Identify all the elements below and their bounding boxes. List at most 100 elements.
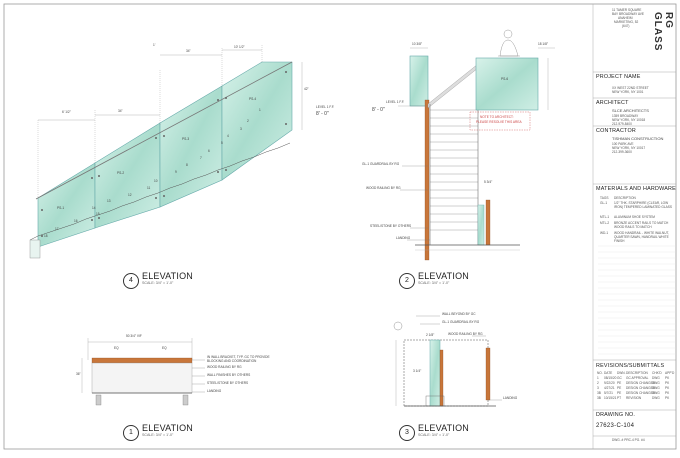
architect-line-3: 212-979-8400 bbox=[612, 122, 632, 126]
tread-7: 7 bbox=[200, 156, 202, 160]
revision-cell: PK bbox=[665, 376, 670, 380]
view-3-number: 3 bbox=[399, 425, 415, 441]
wood-rail-vertical bbox=[424, 99, 430, 261]
label-wood-railing: WOOD RAILING BY RG bbox=[366, 186, 401, 190]
dim-2-1-8: 2 1/8" bbox=[426, 333, 435, 337]
drawing-number: 27623-C-104 bbox=[596, 423, 635, 429]
revision-cell: REVISION bbox=[626, 396, 642, 400]
tread-18: 18 bbox=[44, 234, 48, 238]
material-tag-1: GL-1 bbox=[600, 201, 608, 205]
revision-col-header: NO. bbox=[597, 371, 603, 375]
tag-ps1: PS-1 bbox=[57, 206, 65, 210]
dim-6ft: 6' 1/2" bbox=[62, 110, 71, 114]
material-desc-1: 1/2" THK. STARPHIRE (CLEAR, LOW IRON) TE… bbox=[614, 201, 672, 209]
tag-ps2: PS-2 bbox=[117, 171, 125, 175]
revision-cell: DESIGN CHANGES bbox=[626, 381, 655, 385]
label-steel-stone-1: STEEL/STONE BY OTHERS bbox=[207, 381, 249, 385]
material-desc-2: ALUMINUM SHOE SYSTEM bbox=[614, 215, 655, 219]
tag-ps6: PS-6 bbox=[501, 77, 509, 81]
revision-cell: DESIGN CHANGES bbox=[626, 386, 655, 390]
revision-cell: PE bbox=[617, 391, 622, 395]
revision-cell: DWG bbox=[652, 381, 660, 385]
dim-3-1-4: 3 1/4" bbox=[413, 369, 422, 373]
tag-ps4: PS-4 bbox=[249, 97, 257, 101]
view-2-scale: SCALE: 3/4" = 1'-0" bbox=[418, 281, 450, 285]
revision-cell: PE bbox=[617, 386, 622, 390]
view-2-title: ELEVATION bbox=[418, 271, 469, 281]
project-address-2: NEW YORK, NY 1001 bbox=[612, 90, 644, 94]
architect-header: ARCHITECT bbox=[596, 100, 629, 106]
tread-13: 13 bbox=[107, 199, 111, 203]
label-gl-guardrail: GL-1 GUARDRAIL BY RG bbox=[362, 162, 400, 166]
dim-1ft: 1' bbox=[153, 43, 156, 47]
level-mark-2: LEVEL 1 F.F. bbox=[386, 100, 405, 104]
view-4-elevation bbox=[29, 45, 303, 259]
revision-cell: DWG bbox=[652, 386, 660, 390]
glass-panel-ps2 bbox=[94, 122, 161, 229]
label-wall-finishes: WALL FINISHES BY OTHERS bbox=[207, 373, 251, 377]
revision-cell: 1 bbox=[597, 376, 599, 380]
architect-line-1: 1359 BROADWAY bbox=[612, 114, 639, 118]
firm-address-3: ANAHEIM bbox=[618, 16, 633, 20]
view-4-number: 4 bbox=[123, 273, 139, 289]
revision-cell: 10/15/21 bbox=[604, 396, 617, 400]
rg-glass-logo: RG GLASS bbox=[652, 12, 674, 52]
view-3-scale: SCALE: 3/4" = 1'-0" bbox=[418, 433, 450, 437]
level-elev-4: 8' - 0" bbox=[316, 111, 329, 117]
revisions-header: REVISIONS/SUBMITTALS bbox=[596, 363, 665, 369]
view-4-title: ELEVATION bbox=[142, 271, 193, 281]
view-1-elevation bbox=[81, 338, 205, 406]
revision-cell: DESIGN CHANGES bbox=[626, 391, 655, 395]
sheet-border bbox=[3, 3, 677, 450]
label-landing: LANDING bbox=[396, 236, 411, 240]
dim-34in-b: 34" bbox=[118, 109, 123, 113]
contractor-header: CONTRACTOR bbox=[596, 128, 636, 134]
revision-cell: 3B bbox=[597, 391, 601, 395]
tag-ps3: PS-3 bbox=[182, 137, 190, 141]
revision-cell: 5/7/21 bbox=[604, 391, 613, 395]
revision-col-header: DESCRIPTION bbox=[626, 371, 648, 375]
project-name-header: PROJECT NAME bbox=[596, 74, 641, 80]
label-gl1-guard: GL-1 GUARDRAIL BY RG bbox=[442, 320, 480, 324]
dim-eq-left: EQ bbox=[114, 346, 119, 350]
revision-cell: PK bbox=[665, 381, 670, 385]
level-elev-2: 8' - 0" bbox=[372, 107, 385, 113]
material-desc-4: WOOD HANDRAIL - WHITE WALNUT, QUARTER SA… bbox=[614, 231, 670, 243]
revision-col-header: DATE bbox=[604, 371, 613, 375]
view-3-title: ELEVATION bbox=[418, 423, 469, 433]
material-tag-3: MTL-2 bbox=[600, 221, 610, 225]
label-landing-1: LANDING bbox=[207, 389, 222, 393]
tread-6: 6 bbox=[208, 149, 210, 153]
dim-10-3-8: 10 3/8" bbox=[412, 42, 422, 46]
contractor-name: TISHMAN CONSTRUCTION bbox=[612, 136, 664, 141]
contractor-line-1: 100 PARK AVE bbox=[612, 142, 634, 146]
tread-12: 12 bbox=[128, 193, 132, 197]
firm-address-5: (647) bbox=[622, 24, 630, 28]
title-block-lines bbox=[592, 4, 676, 449]
material-tag-2: MTL-1 bbox=[600, 215, 610, 219]
dim-50-3-4: 50 3/4" VIF bbox=[126, 334, 142, 338]
materials-header: MATERIALS AND HARDWARE bbox=[596, 186, 676, 192]
label-steel-stone: STEEL/STONE BY OTHERS bbox=[370, 224, 412, 228]
revision-cell: 9/22/20 bbox=[604, 381, 615, 385]
dim-10ft: 10' 1/2" bbox=[234, 45, 245, 49]
tread-9: 9 bbox=[175, 170, 177, 174]
label-wall-bracket-2: BLOCKING AND COORDINATION bbox=[207, 359, 257, 363]
revision-cell: PK bbox=[665, 391, 670, 395]
architect-line-2: NEW YORK, NY 10018 bbox=[612, 118, 646, 122]
view-4-scale: SCALE: 3/4" = 1'-0" bbox=[142, 281, 174, 285]
note-architect-line1: NOTE TO ARCHITECT: bbox=[480, 115, 514, 119]
level-mark-4: LEVEL 1 F.F. bbox=[316, 105, 335, 109]
revision-cell: GC bbox=[617, 376, 622, 380]
glass-panel-ps4 bbox=[221, 61, 293, 181]
tread-11: 11 bbox=[147, 186, 151, 190]
note-architect-line2: PLEASE RESOLVE THIS AREA bbox=[476, 120, 522, 124]
revision-cell: PT bbox=[617, 396, 622, 400]
tread-15: 15 bbox=[96, 212, 100, 216]
revision-cell: GC APPROVAL bbox=[626, 376, 649, 380]
tread-8: 8 bbox=[186, 163, 188, 167]
dim-42in: 42" bbox=[304, 87, 309, 91]
revision-cell: PK bbox=[665, 386, 670, 390]
firm-address-1: 11 TAMER SQUARE bbox=[612, 8, 642, 12]
